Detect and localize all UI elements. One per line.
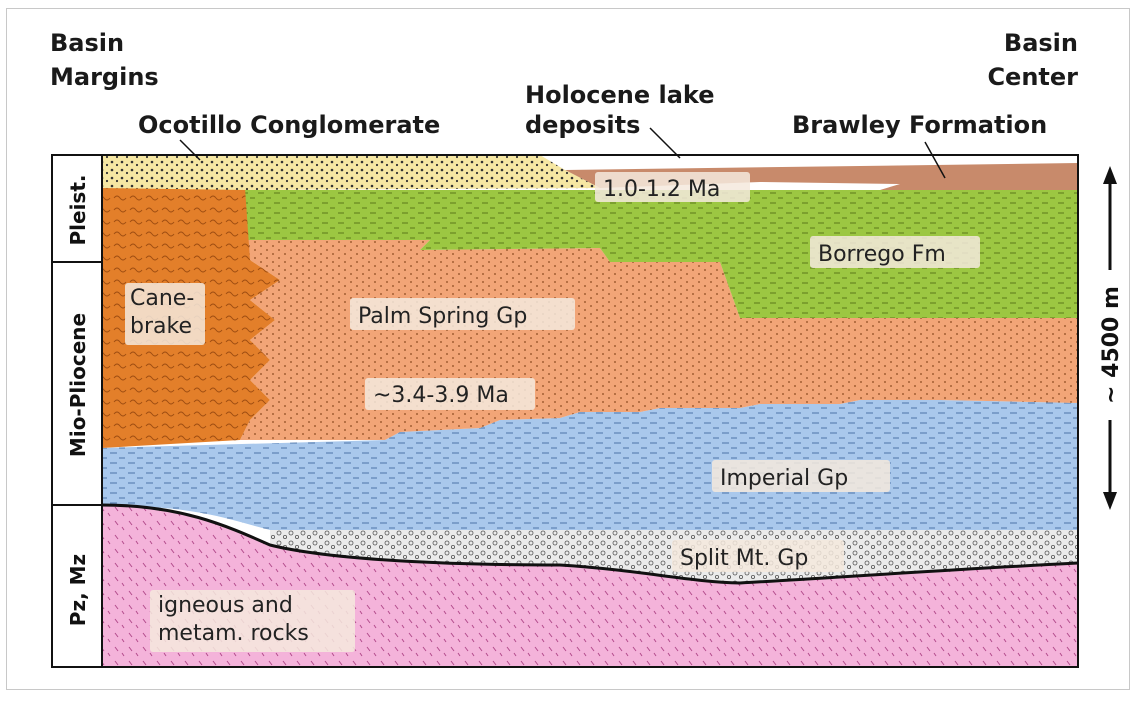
split-mt-label: Split Mt. Gp (680, 546, 808, 571)
period-mio-pliocene: Mio-Pliocene (66, 313, 90, 457)
arrow-up-icon (1103, 166, 1117, 184)
conglomerate-layer (102, 155, 600, 190)
thickness-label: ~ 4500 m (1099, 286, 1124, 404)
age-2-label: ~3.4-3.9 Ma (373, 383, 509, 408)
holocene-leader (650, 128, 680, 158)
imperial-label: Imperial Gp (720, 466, 848, 491)
arrow-down-icon (1103, 492, 1117, 510)
age-1-label: 1.0-1.2 Ma (603, 177, 720, 202)
thickness-scale: ~ 4500 m (1099, 166, 1124, 510)
period-pleistocene: Pleist. (66, 175, 90, 246)
period-pz-mz: Pz, Mz (66, 554, 90, 626)
borrego-label: Borrego Fm (818, 242, 946, 267)
palm-spring-label: Palm Spring Gp (358, 304, 527, 329)
